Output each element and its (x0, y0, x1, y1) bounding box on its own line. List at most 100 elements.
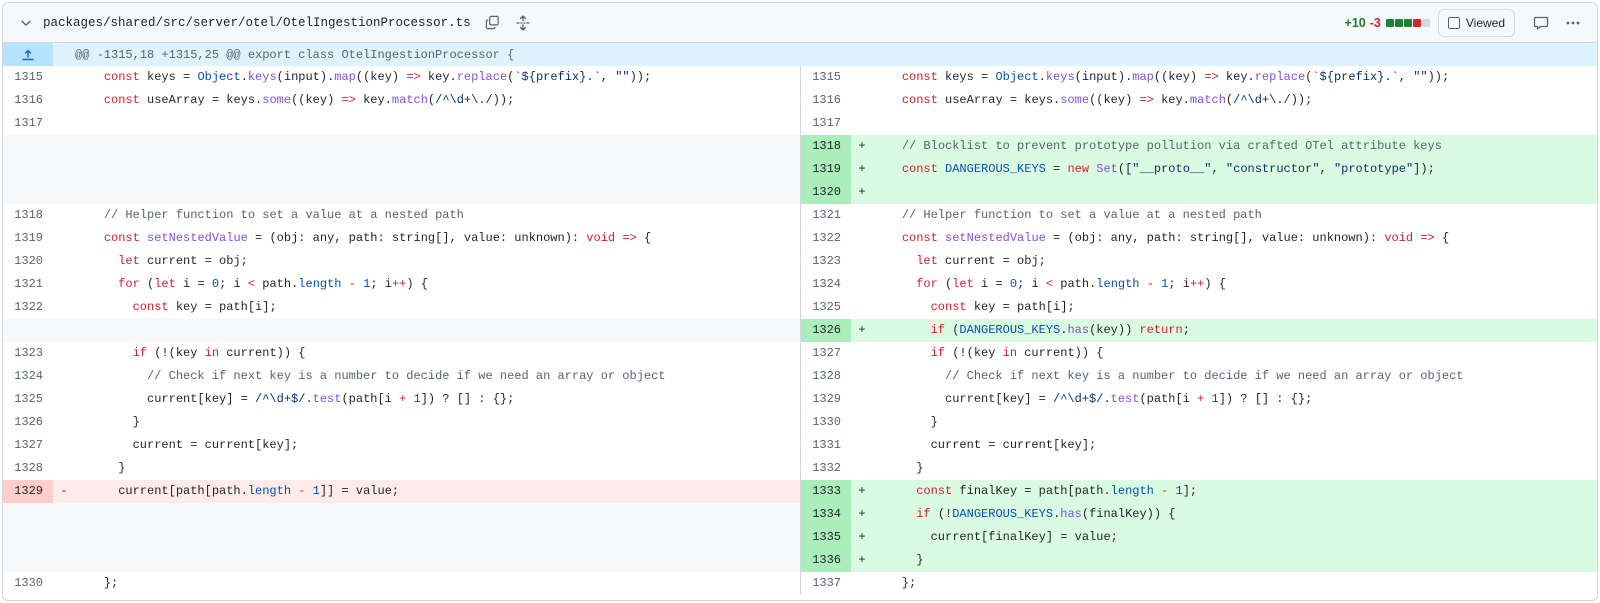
code-token: Object (995, 70, 1039, 84)
code-token: "" (1413, 70, 1428, 84)
line-number[interactable]: 1324 (14, 369, 43, 383)
line-number[interactable]: 1318 (801, 135, 851, 158)
code-token: path. (255, 277, 299, 291)
line-number[interactable]: 1325 (14, 392, 43, 406)
copy-icon[interactable] (481, 11, 505, 35)
line-number[interactable]: 1335 (801, 526, 851, 549)
right-line-ctx: 1327 if (!(key in current)) { (800, 342, 1597, 365)
code-token: ; i (1168, 277, 1190, 291)
unfold-icon[interactable] (511, 11, 535, 35)
code-token: const (901, 70, 938, 84)
line-number[interactable]: 1334 (801, 503, 851, 526)
code-token (873, 323, 931, 337)
left-line-del: 1329- current[path[path.length - 1]] = v… (3, 480, 800, 503)
code-token (938, 231, 945, 245)
line-number[interactable]: 1327 (812, 346, 841, 360)
line-number[interactable]: 1331 (812, 438, 841, 452)
code-line: } (75, 411, 800, 434)
diff-marker (851, 227, 873, 250)
comment-icon[interactable] (1527, 9, 1555, 37)
code-token: } (873, 553, 924, 567)
line-number[interactable]: 1332 (812, 461, 841, 475)
code-line: if (DANGEROUS_KEYS.has(key)) return; (873, 319, 1597, 342)
code-token: = (obj: any, path: string[], value: unkn… (247, 231, 587, 245)
line-number[interactable]: 1327 (14, 438, 43, 452)
code-token: ]); (1413, 162, 1435, 176)
line-number[interactable]: 1321 (14, 277, 43, 291)
code-line: current = current[key]; (75, 434, 800, 457)
line-number[interactable]: 1322 (812, 231, 841, 245)
diff-marker (851, 572, 873, 595)
line-number[interactable]: 1325 (812, 300, 841, 314)
code-token: => (1139, 93, 1154, 107)
left-line-empty (3, 181, 800, 204)
line-number[interactable]: 1316 (14, 93, 43, 107)
line-number[interactable]: 1323 (812, 254, 841, 268)
code-token: )); (492, 93, 515, 107)
line-number[interactable]: 1319 (14, 231, 43, 245)
code-token: let (952, 277, 974, 291)
code-token: key = path[i]; (966, 300, 1075, 314)
code-line (75, 112, 800, 135)
line-number[interactable]: 1329 (3, 480, 53, 503)
line-number[interactable]: 1320 (14, 254, 43, 268)
right-line-ctx: 1330 } (800, 411, 1597, 434)
code-token: ; i (219, 277, 248, 291)
code-token: key. (1153, 93, 1190, 107)
code-token (873, 93, 902, 107)
code-token: length (1096, 277, 1140, 291)
line-number[interactable]: 1329 (812, 392, 841, 406)
diffstat-block-add (1403, 18, 1412, 27)
code-token (75, 208, 104, 222)
diff-row: 1319+ const DANGEROUS_KEYS = new Set(["_… (3, 158, 1597, 181)
code-token: . (240, 70, 248, 84)
line-number[interactable]: 1319 (801, 158, 851, 181)
diff-marker (851, 457, 873, 480)
line-number[interactable]: 1326 (801, 319, 851, 342)
line-number[interactable]: 1317 (14, 116, 43, 130)
diff-row: 1334+ if (!DANGEROUS_KEYS.has(finalKey))… (3, 503, 1597, 526)
line-number[interactable]: 1323 (14, 346, 43, 360)
diff-marker (53, 112, 75, 135)
code-line: } (75, 457, 800, 480)
viewed-checkbox-button[interactable]: Viewed (1437, 8, 1515, 37)
code-line: const key = path[i]; (75, 296, 800, 319)
line-number[interactable]: 1321 (812, 208, 841, 222)
diff-marker (851, 342, 873, 365)
code-token: new (1067, 162, 1090, 176)
line-number[interactable]: 1333 (801, 480, 851, 503)
line-number[interactable]: 1324 (812, 277, 841, 291)
left-line-ctx: 1321 for (let i = 0; i < path.length - 1… (3, 273, 800, 296)
line-number[interactable]: 1317 (812, 116, 841, 130)
line-number[interactable]: 1315 (812, 70, 841, 84)
code-token: let (916, 254, 938, 268)
right-line-add: 1326+ if (DANGEROUS_KEYS.has(key)) retur… (800, 319, 1597, 342)
right-line-add: 1334+ if (!DANGEROUS_KEYS.has(finalKey))… (800, 503, 1597, 526)
line-number[interactable]: 1322 (14, 300, 43, 314)
line-number[interactable]: 1316 (812, 93, 841, 107)
line-number[interactable]: 1320 (801, 181, 851, 204)
kebab-horizontal-icon[interactable] (1559, 9, 1587, 37)
code-token: path. (1053, 277, 1097, 291)
line-number[interactable]: 1336 (801, 549, 851, 572)
line-number[interactable]: 1328 (812, 369, 841, 383)
right-line-add: 1336+ } (800, 549, 1597, 572)
line-number[interactable]: 1330 (812, 415, 841, 429)
code-token: (!(key (945, 346, 1003, 360)
expand-up-icon[interactable] (3, 43, 53, 66)
chevron-down-icon[interactable] (15, 12, 37, 34)
line-number[interactable]: 1315 (14, 70, 43, 84)
line-number[interactable]: 1326 (14, 415, 43, 429)
code-token: "" (615, 70, 630, 84)
line-number[interactable]: 1337 (812, 576, 841, 590)
code-token: // Check if next key is a number to deci… (945, 369, 1464, 383)
line-number[interactable]: 1328 (14, 461, 43, 475)
code-token: return (1139, 323, 1183, 337)
line-number[interactable]: 1318 (14, 208, 43, 222)
code-token: useArray = keys. (937, 93, 1061, 107)
diff-row: 1319 const setNestedValue = (obj: any, p… (3, 227, 1597, 250)
code-line: if (!(key in current)) { (873, 342, 1597, 365)
line-number[interactable]: 1330 (14, 576, 43, 590)
file-path[interactable]: packages/shared/src/server/otel/OtelInge… (43, 15, 471, 30)
